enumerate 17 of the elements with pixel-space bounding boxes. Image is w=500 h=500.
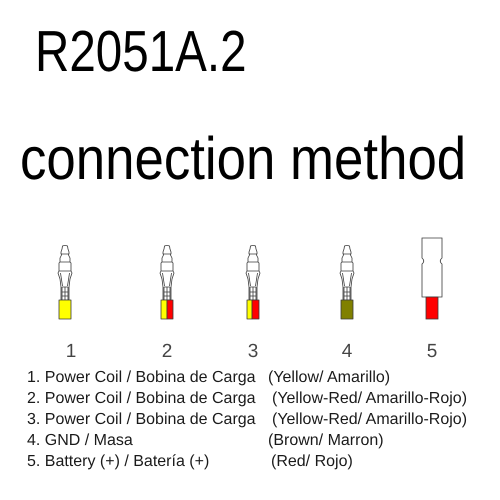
wire-color-text: (Yellow-Red/ Amarillo-Rojo)	[272, 391, 468, 408]
callout-number: 5	[426, 342, 438, 361]
wire-color-text: (Red/ Rojo)	[271, 454, 353, 470]
wire-color-text: (Yellow/ Amarillo)	[268, 370, 390, 386]
subtitle: connection method	[20, 129, 466, 190]
wire-function-text: 3. Power Coil / Bobina de Carga	[27, 412, 256, 428]
callout-number: 4	[342, 342, 352, 361]
callout-number: 2	[162, 342, 172, 361]
diagram-title: R2051A.2	[35, 22, 247, 81]
wire-color-text: (Brown/ Marron)	[268, 433, 384, 450]
wire-function-text: 4. GND / Masa	[27, 433, 133, 450]
wire-function-text: 5. Battery (+) / Batería (+)	[27, 454, 210, 470]
callout-number: 1	[66, 342, 76, 361]
wire-function-text: 2. Power Coil / Bobina de Carga	[27, 391, 256, 408]
callout-number: 3	[248, 342, 258, 361]
wire-function-text: 1. Power Coil / Bobina de Carga	[27, 370, 256, 386]
wire-color-text: (Yellow-Red/ Amarillo-Rojo)	[272, 412, 468, 428]
